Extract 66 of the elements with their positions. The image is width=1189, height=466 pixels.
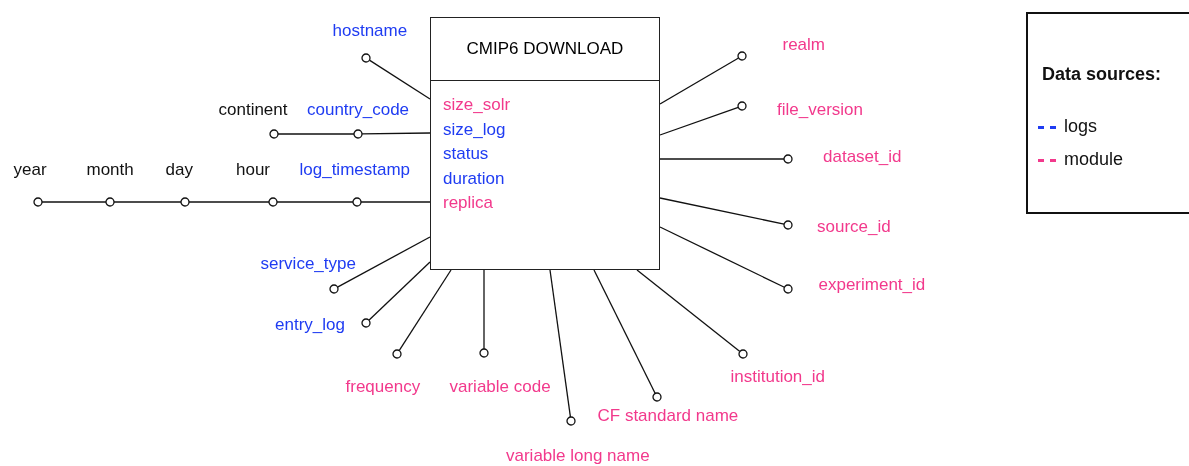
dimension-label: CF standard name [597,406,739,426]
connector-line [659,106,739,136]
dimension-node [218,100,288,139]
dimension-node [783,275,926,295]
dimension-node [783,147,901,167]
connector-line [483,269,485,350]
dimension-label: hour [236,160,271,180]
measure-name: replica [442,192,495,214]
connector-line [188,201,270,203]
dimension-label: experiment_id [818,275,926,295]
dimension-node [730,349,826,387]
connector-line [659,197,785,225]
connector-line [361,132,431,135]
connector-line [41,201,107,203]
connector-line [368,59,431,100]
dimension-label: dataset_id [823,147,902,167]
dimension-label: service_type [260,254,356,274]
connector-line [360,201,431,203]
connector-line [113,201,182,203]
connector-line [368,261,431,321]
dimension-node [345,349,421,397]
dimension-label: frequency [345,377,421,397]
dimension-label: source_id [817,217,891,237]
dimension-label: entry_log [275,315,345,335]
dimension-label: variable code [449,377,551,397]
dimension-label: variable long name [506,446,650,466]
dimension-node [86,160,134,207]
connector-line [593,269,656,395]
dimension-label: file_version [777,100,863,120]
dimension-node [737,100,863,120]
dimension-node [783,217,891,237]
dimension-label: country_code [307,100,410,120]
measure-name: status [442,143,490,165]
dimension-node [307,100,409,139]
connector-line [277,133,355,135]
legend-label: logs [1064,116,1098,136]
connector-line [549,269,572,418]
connector-line [659,226,786,288]
dimension-node [299,160,411,207]
dimension-node [737,35,826,61]
dimension-label: hostname [332,21,408,41]
measure-name: size_solr [442,94,512,116]
dimension-node [165,160,193,207]
dimension-node [236,160,278,207]
dimension-label: log_timestamp [299,160,411,180]
fact-box [430,17,660,270]
legend-label: module [1064,149,1124,169]
connector-line [636,269,741,353]
connector-line [398,269,452,352]
connector-line [659,158,785,160]
dimension-node [275,315,371,335]
connector-line [276,201,354,203]
dimension-label: year [13,160,47,180]
legend-heading: Data sources: [1042,64,1162,84]
dimension-label: continent [218,100,288,120]
dimension-label: month [86,160,134,180]
dimension-label: realm [782,35,825,55]
connector-line [659,57,740,105]
measure-name: size_log [442,118,507,141]
dimension-node [332,21,408,63]
measure-name: duration [442,167,506,190]
fact-title: CMIP6 DOWNLOAD [431,18,659,81]
connector-line [336,236,431,288]
dimension-label: day [165,160,193,180]
dimension-label: institution_id [730,367,825,387]
dimension-node [260,254,356,294]
